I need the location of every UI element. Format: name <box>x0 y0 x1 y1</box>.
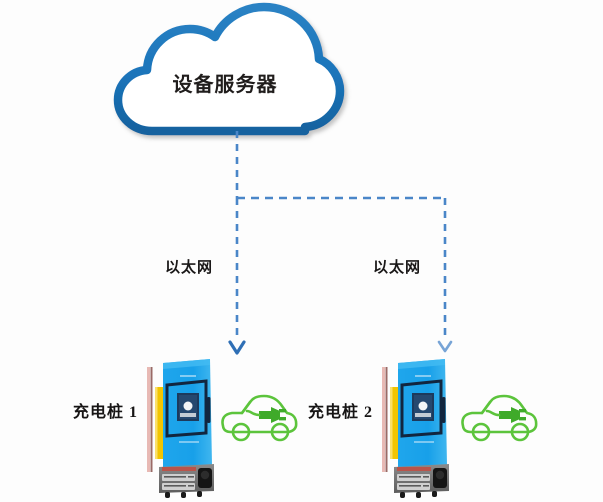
charging-pile-2-label: 充电桩 2 <box>308 404 374 421</box>
arrowhead-left <box>228 340 246 355</box>
electric-car-1-icon <box>221 394 298 442</box>
cloud-server-label: 设备服务器 <box>172 74 278 96</box>
ethernet-label-right: 以太网 <box>373 260 422 276</box>
plug-icon <box>245 407 286 423</box>
charging-pile-2-icon <box>382 359 449 498</box>
electric-car-2-icon <box>461 394 538 442</box>
charging-pile-1-icon <box>147 359 214 498</box>
plug-icon <box>485 407 526 423</box>
arrowhead-right <box>437 340 453 353</box>
charging-pile-1-label: 充电桩 1 <box>73 404 139 421</box>
ethernet-links <box>235 131 447 341</box>
cloud-icon <box>113 2 345 136</box>
ethernet-label-left: 以太网 <box>165 260 214 276</box>
